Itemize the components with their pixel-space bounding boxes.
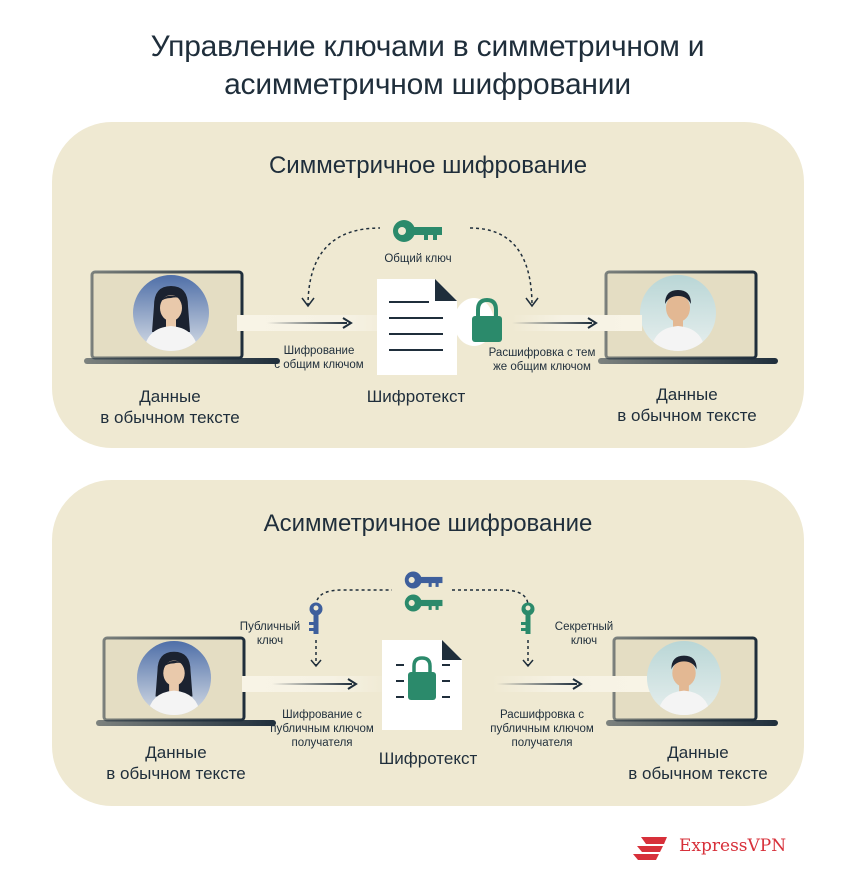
decrypt-label: Расшифровка с тем же общим ключом [488, 347, 596, 373]
plaintext-left-label: Данные в обычном тексте [100, 387, 240, 427]
arrow-icon [497, 678, 583, 690]
asymmetric-panel: Асимметричное шифрование [52, 480, 804, 806]
arrow-icon [267, 317, 353, 329]
public-key-label: Публичный ключ [239, 621, 301, 647]
key-icon [393, 220, 442, 242]
key-transfer-arc [301, 227, 539, 308]
woman-avatar-icon [136, 640, 212, 716]
lock-icon [454, 297, 502, 346]
asymmetric-title: Асимметричное шифрование [263, 510, 593, 537]
man-avatar-icon [646, 640, 722, 716]
key-icon [521, 602, 535, 634]
title-line-2: асимметричном шифровании [224, 68, 631, 101]
key-icon [404, 594, 443, 612]
secret-key-label: Секретный ключ [554, 621, 614, 647]
brand-name: ExpressVPN [679, 836, 787, 856]
expressvpn-logo-icon [633, 837, 667, 860]
ciphertext-label: Шифротекст [378, 749, 478, 768]
woman-avatar-icon [133, 275, 209, 351]
plaintext-right-label: Данные в обычном тексте [628, 743, 768, 783]
symmetric-title: Симметричное шифрование [268, 152, 588, 179]
key-icon [404, 571, 443, 589]
title-line-1: Управление ключами в симметричном и [150, 30, 705, 63]
shared-key-label: Общий ключ [384, 253, 452, 265]
document-icon [382, 640, 462, 730]
encrypt-label: Шифрование с публичным ключом получателя [270, 709, 374, 749]
key-icon [309, 602, 323, 634]
plaintext-right-label: Данные в обычном тексте [617, 385, 757, 425]
encrypt-label: Шифрование с общим ключом [274, 345, 364, 371]
plaintext-left-label: Данные в обычном тексте [106, 743, 246, 783]
arrow-icon [512, 317, 598, 329]
ciphertext-label: Шифротекст [366, 387, 466, 406]
decrypt-label: Расшифровка с публичным ключом получател… [490, 709, 594, 749]
page-title: Управление ключами в симметричном и асим… [0, 28, 855, 104]
man-avatar-icon [640, 275, 716, 351]
document-icon [377, 279, 457, 375]
symmetric-panel: Симметричное шифрование [52, 122, 804, 448]
arrow-icon [272, 678, 358, 690]
